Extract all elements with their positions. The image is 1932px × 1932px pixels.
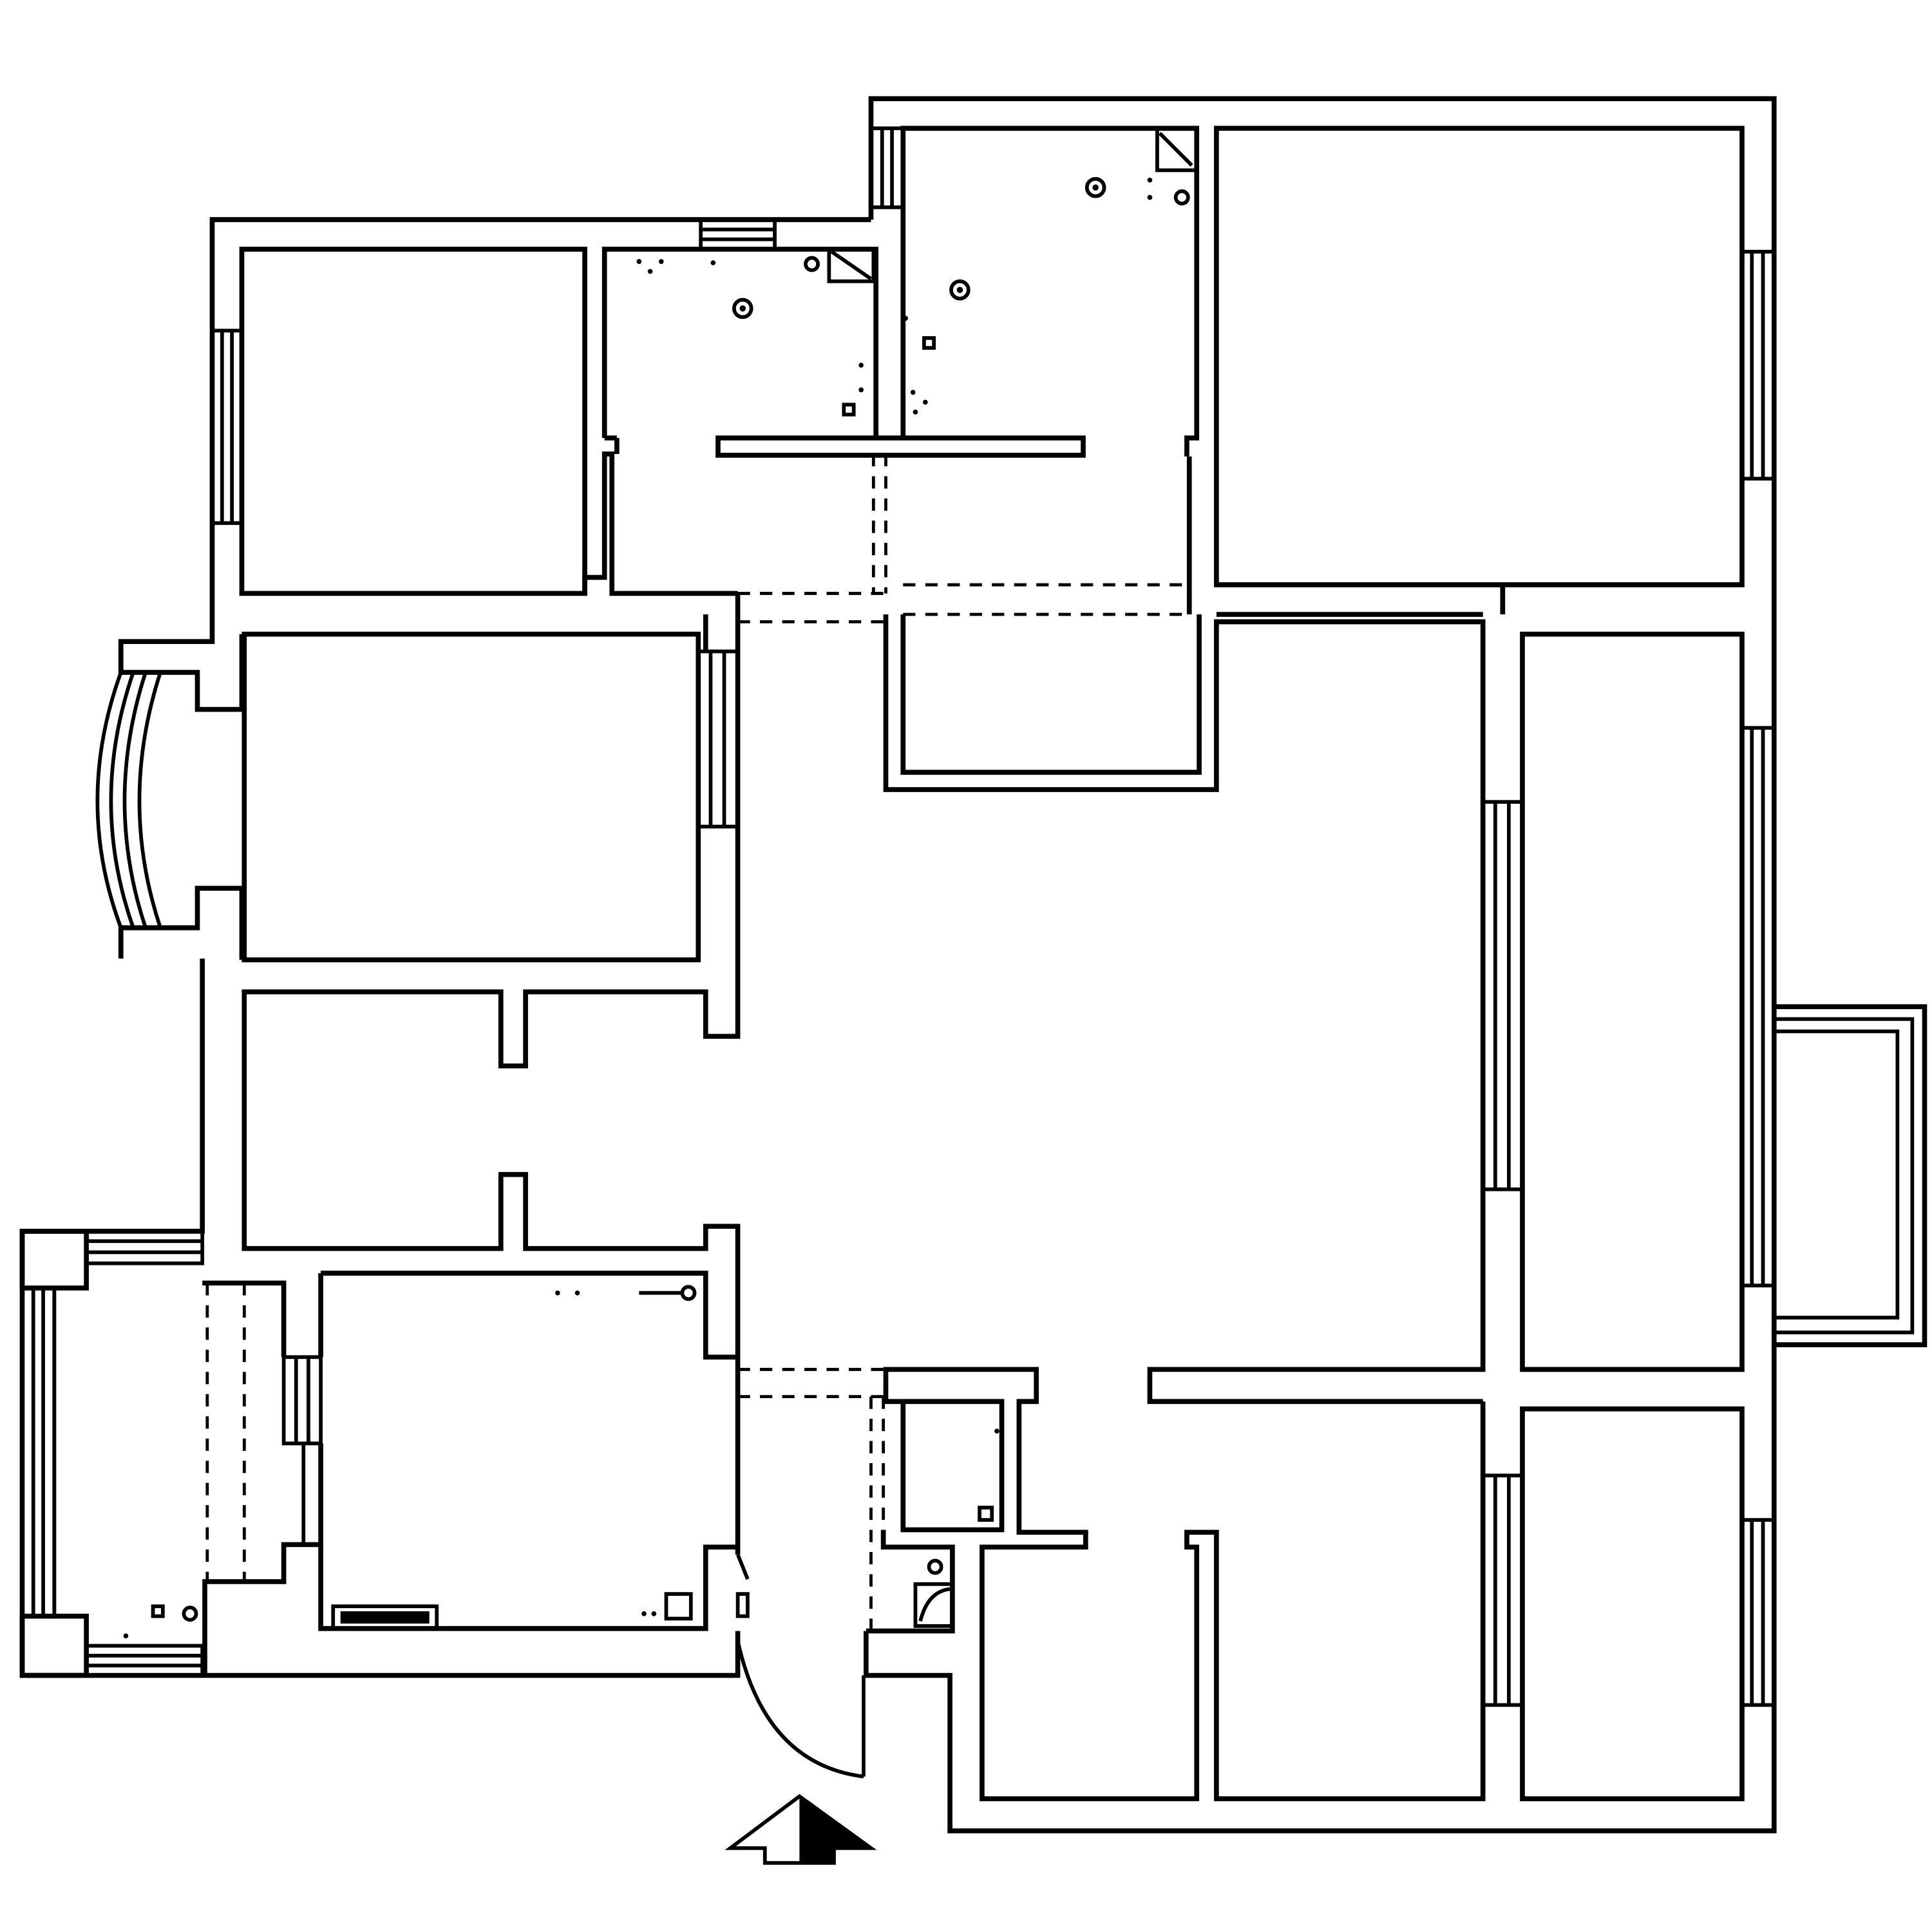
shower-tray: [827, 247, 876, 283]
walls: [19, 96, 1927, 1833]
shower-tray: [913, 1582, 954, 1628]
outer-wall-northwest: [118, 217, 871, 712]
outer-wall-west: [118, 886, 242, 959]
room-west-bedroom: [242, 631, 701, 963]
stove-icon: [331, 1604, 439, 1631]
bath-south: [900, 1399, 1005, 1533]
door-swing-icon: [735, 1553, 866, 1779]
shower-tray: [1155, 126, 1199, 173]
room-east-small: [1520, 1406, 1745, 1801]
floor-drain-icon: [1084, 176, 1106, 198]
entrance-arrow-icon: [724, 1794, 877, 1865]
fixtures: [123, 126, 1199, 1639]
bay-east: [1774, 1004, 1927, 1347]
room-east-living: [1520, 631, 1745, 1372]
bath-partition: [715, 435, 1086, 458]
closet-center: [883, 614, 1486, 1405]
balcony-west: [19, 1229, 89, 1291]
room-nw-bedroom: [239, 247, 587, 596]
windows: [20, 126, 1776, 1707]
outer-wall-north: [863, 96, 1777, 1833]
floor-drain-icon: [732, 298, 753, 319]
corridor-north: [582, 451, 738, 596]
outer-wall-southwest: [19, 958, 741, 1678]
room-ne-bedroom: [1214, 126, 1745, 587]
room-kitchen: [321, 1271, 738, 1360]
dashed-lines: [205, 453, 1189, 1631]
bath-nw-walls: [601, 247, 878, 439]
bath-ne-walls: [900, 126, 1200, 457]
